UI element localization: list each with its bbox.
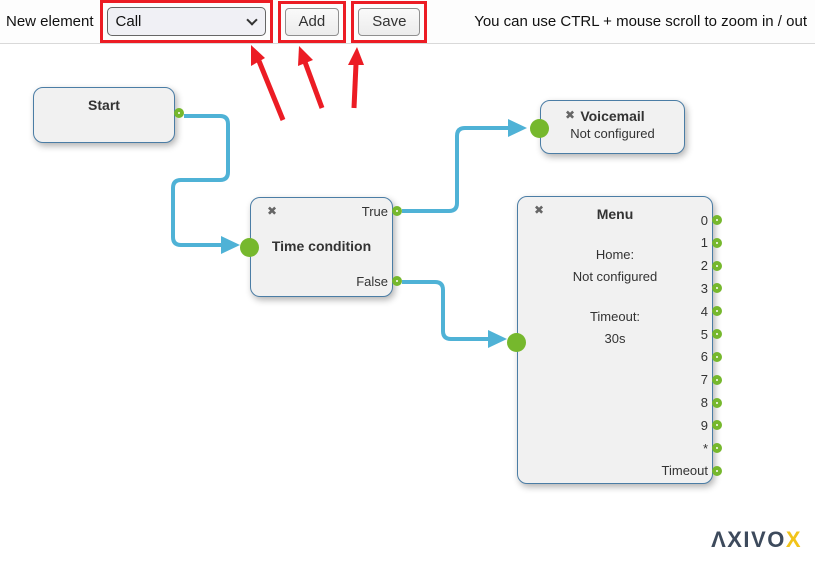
red-arrow-to-add-head	[298, 46, 313, 66]
menu-output-row-4: 4	[701, 302, 722, 320]
false-output-port[interactable]	[392, 276, 402, 286]
menu-output-label: 6	[700, 349, 708, 365]
connector-start-to-timecondition	[171, 114, 230, 247]
close-icon[interactable]: ✖	[267, 204, 278, 218]
menu-title: Menu	[596, 206, 634, 222]
menu-output-port-timeout[interactable]	[712, 465, 722, 476]
menu-output-label: 2	[700, 258, 708, 274]
arrowhead-false-to-menu	[488, 330, 507, 348]
menu-output-port-4[interactable]	[712, 306, 722, 317]
new-element-select[interactable]: Call	[106, 7, 266, 36]
menu-output-port-3[interactable]	[712, 283, 722, 294]
menu-timeout-label: Timeout:	[589, 309, 641, 324]
toolbar: New element Call Add Save You can use CT…	[0, 0, 815, 44]
arrowhead-start-to-timecondition	[221, 236, 240, 254]
false-port-label: False	[356, 273, 388, 289]
menu-output-row-7: 7	[701, 371, 722, 389]
menu-output-label: 1	[700, 235, 708, 251]
time-condition-input-port[interactable]	[240, 238, 259, 257]
menu-timeout-value: 30s	[604, 331, 626, 346]
close-icon[interactable]: ✖	[534, 203, 545, 217]
menu-output-label: 9	[700, 417, 708, 433]
logo-text: ΛXIVO	[711, 527, 786, 552]
close-icon[interactable]: ✖	[565, 108, 576, 122]
start-node-title: Start	[88, 97, 120, 113]
menu-home-label: Home:	[595, 247, 635, 262]
menu-output-port-star[interactable]	[712, 443, 722, 454]
menu-outputs: 0 1 2 3 4 5 6 7	[662, 211, 722, 480]
highlight-box-add: Add	[277, 0, 347, 43]
menu-body: Home: Not configured Timeout: 30s	[518, 244, 712, 350]
menu-output-row-6: 6	[701, 348, 722, 366]
new-element-select-wrap: Call	[106, 7, 266, 36]
menu-output-row-2: 2	[701, 257, 722, 275]
menu-output-port-7[interactable]	[712, 374, 722, 385]
true-port-label: True	[361, 203, 388, 219]
menu-output-label: *	[702, 440, 708, 456]
menu-output-port-5[interactable]	[712, 329, 722, 340]
menu-output-row-star: *	[703, 439, 722, 457]
time-condition-title: Time condition	[271, 238, 372, 254]
menu-home-value: Not configured	[572, 269, 658, 284]
add-button[interactable]: Add	[284, 7, 340, 36]
time-condition-false-port-row: False	[356, 272, 402, 290]
start-output-port[interactable]	[174, 108, 184, 118]
menu-output-label: Timeout	[661, 463, 708, 479]
time-condition-true-port-row: True	[362, 202, 402, 220]
menu-output-port-1[interactable]	[712, 237, 722, 248]
menu-output-port-9[interactable]	[712, 420, 722, 431]
menu-output-row-9: 9	[701, 416, 722, 434]
menu-output-label: 7	[700, 372, 708, 388]
menu-output-row-timeout: Timeout	[662, 462, 722, 480]
menu-input-port[interactable]	[507, 333, 526, 352]
menu-output-port-2[interactable]	[712, 260, 722, 271]
menu-output-label: 4	[700, 303, 708, 319]
menu-output-port-8[interactable]	[712, 397, 722, 408]
node-start[interactable]: Start	[33, 87, 184, 143]
menu-output-port-6[interactable]	[712, 351, 722, 362]
menu-output-row-5: 5	[701, 325, 722, 343]
red-arrow-to-save	[351, 63, 359, 109]
true-output-port[interactable]	[392, 206, 402, 216]
menu-output-label: 3	[700, 280, 708, 296]
menu-output-port-0[interactable]	[712, 215, 722, 225]
red-arrow-to-save-head	[348, 47, 364, 65]
menu-output-label: 5	[700, 326, 708, 342]
red-arrow-to-select-head	[251, 45, 265, 66]
new-element-label: New element	[6, 13, 94, 30]
menu-output-row-1: 1	[701, 234, 722, 252]
axivox-logo: ΛXIVOX	[711, 527, 802, 553]
highlight-box-select: Call	[99, 0, 273, 43]
menu-output-row-3: 3	[701, 279, 722, 297]
voicemail-status: Not configured	[570, 126, 655, 141]
connector-false-to-menu	[402, 280, 488, 341]
logo-accent: X	[785, 527, 802, 552]
connector-true-to-voicemail	[402, 126, 508, 213]
node-voicemail[interactable]: ✖ Voicemail Not configured	[530, 100, 685, 154]
highlight-box-save: Save	[351, 0, 428, 43]
arrowhead-true-to-voicemail	[508, 119, 527, 137]
menu-output-row-0: 0	[701, 211, 722, 229]
voicemail-title: Voicemail	[580, 108, 645, 124]
red-arrow-to-add	[302, 61, 325, 109]
save-button[interactable]: Save	[358, 7, 421, 36]
menu-output-label: 0	[700, 212, 708, 228]
node-menu[interactable]: ✖ Menu Home: Not configured Timeout: 30s…	[507, 196, 722, 484]
zoom-hint-text: You can use CTRL + mouse scroll to zoom …	[474, 13, 807, 30]
node-time-condition[interactable]: ✖ Time condition True False	[240, 197, 402, 297]
red-arrow-to-select	[256, 60, 286, 121]
menu-output-row-8: 8	[701, 394, 722, 412]
menu-output-label: 8	[700, 395, 708, 410]
voicemail-input-port[interactable]	[530, 119, 549, 138]
